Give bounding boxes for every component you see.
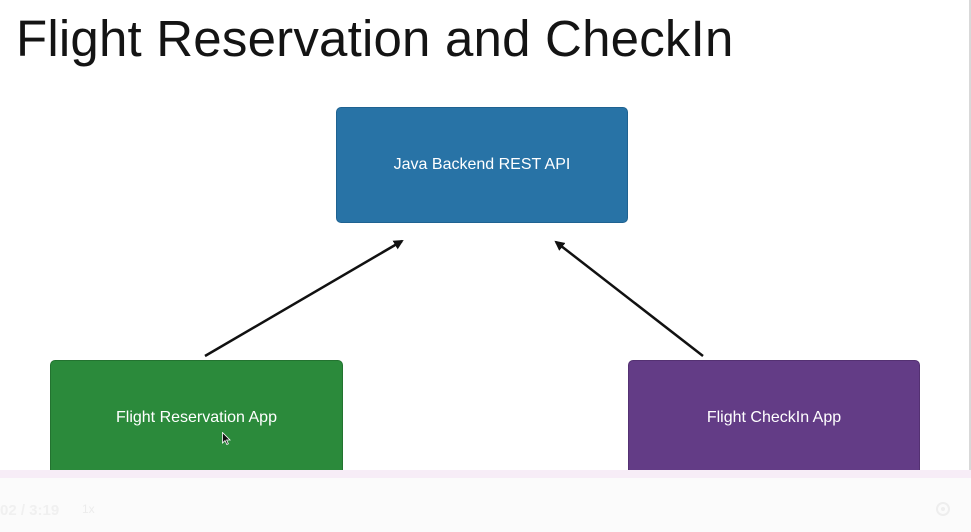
reservation-app-node: Flight Reservation App [50, 360, 343, 476]
backend-node-label: Java Backend REST API [393, 156, 571, 173]
player-time: 02 / 3:19 [0, 502, 60, 519]
slide-title: Flight Reservation and CheckIn [16, 10, 734, 67]
playback-speed-button[interactable]: 1x [82, 502, 95, 516]
settings-icon[interactable] [928, 494, 958, 524]
arrow-reservation-to-backend [204, 239, 404, 358]
player-progress-strip[interactable] [0, 470, 971, 478]
checkin-app-node-label: Flight CheckIn App [706, 409, 842, 426]
arrow-checkin-to-backend [554, 240, 704, 357]
video-player-controls [0, 478, 971, 532]
checkin-app-node: Flight CheckIn App [628, 360, 920, 476]
slide-edge [969, 0, 971, 470]
reservation-app-node-label: Flight Reservation App [116, 409, 277, 426]
mouse-pointer-icon [222, 432, 231, 445]
backend-node: Java Backend REST API [336, 107, 628, 223]
